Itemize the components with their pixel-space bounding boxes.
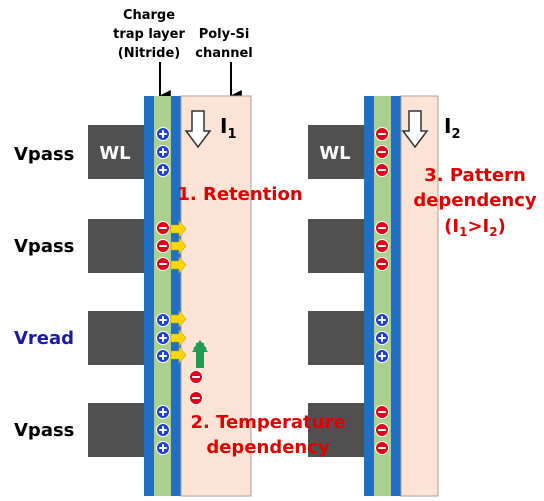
electron-charge-icon-5: [156, 239, 170, 253]
hole-charge-icon-9: [375, 349, 389, 363]
charge-trap-label: Charge trap layer (Nitride): [113, 8, 185, 61]
right-nitride-layer: [374, 96, 391, 496]
electron-charge-icon-1: [375, 127, 389, 141]
right-wordline-4: [308, 403, 364, 457]
right-wordline-1: [308, 125, 364, 179]
right-wordline-2: [308, 219, 364, 273]
temperature-annotation-line2: dependency: [206, 437, 330, 458]
hole-charge-icon-3: [156, 163, 170, 177]
electron-charge-icon-11: [375, 423, 389, 437]
electron-charge-icon-3: [375, 163, 389, 177]
pattern-annotation-line1: 3. Pattern: [424, 165, 526, 186]
left-poly-si-channel: [180, 95, 252, 497]
right-blocking-oxide: [364, 96, 374, 496]
charge-trap-label-line3: (Nitride): [118, 46, 180, 61]
electron-charge-icon-12: [375, 441, 389, 455]
yellow-arrow-right-icon-5: [170, 329, 187, 347]
right-charge-group: [375, 127, 389, 455]
electron-charge-icon-5: [375, 239, 389, 253]
electron-charge-icon-drift-1: [189, 370, 203, 384]
voltage-label-4: Vpass: [14, 420, 74, 441]
left-string: WL: [88, 95, 252, 497]
voltage-label-1: Vpass: [14, 144, 74, 165]
current-arrow-down-icon-2: [401, 110, 429, 149]
yellow-arrow-right-icon-1: [170, 220, 187, 238]
left-wordline-4: [88, 403, 144, 457]
hole-charge-icon-11: [156, 423, 170, 437]
hole-charge-icon-8: [156, 331, 170, 345]
current-2-label: I2: [444, 114, 461, 142]
right-poly-si-channel: [400, 95, 439, 497]
yellow-arrow-right-icon-4: [170, 310, 187, 328]
electron-charge-icon-10: [375, 405, 389, 419]
electron-charge-icon-4: [375, 221, 389, 235]
left-blocking-oxide: [144, 96, 154, 496]
left-charge-group: [156, 127, 203, 455]
hole-charge-icon-2: [156, 145, 170, 159]
right-wordline-3: [308, 311, 364, 365]
temperature-annotation-line1: 2. Temperature: [190, 412, 345, 433]
charge-trap-label-line2: trap layer: [113, 27, 185, 42]
left-wordline-2: [88, 219, 144, 273]
electron-charge-icon-6: [375, 257, 389, 271]
hole-charge-icon-7: [156, 313, 170, 327]
hole-charge-icon-7: [375, 313, 389, 327]
current-1-label: I1: [220, 114, 237, 142]
electron-charge-icon-drift-2: [189, 391, 203, 405]
lateral-migration-arrows: [170, 220, 187, 364]
hole-charge-icon-12: [156, 441, 170, 455]
left-wl-label: WL: [99, 143, 130, 164]
voltage-label-3: Vread: [14, 328, 74, 349]
current-arrow-down-icon-1: [184, 110, 212, 149]
right-tunnel-oxide: [391, 96, 401, 496]
green-arrow-shaft: [192, 341, 208, 368]
charge-trap-label-line1: Charge: [123, 8, 175, 23]
channel-label-line2: channel: [195, 46, 253, 61]
left-wordline-3: [88, 311, 144, 365]
hole-charge-icon-8: [375, 331, 389, 345]
pattern-annotation-line3: (I1>I2): [444, 216, 506, 239]
retention-annotation: 1. Retention: [177, 184, 302, 205]
yellow-arrow-right-icon-3: [170, 256, 187, 274]
yellow-arrow-right-icon-6: [170, 346, 187, 364]
hole-charge-icon-10: [156, 405, 170, 419]
electron-charge-icon-4: [156, 221, 170, 235]
hole-charge-icon-1: [156, 127, 170, 141]
hole-charge-icon-9: [156, 349, 170, 363]
channel-label-line1: Poly-Si: [199, 27, 250, 42]
electron-charge-icon-6: [156, 257, 170, 271]
voltage-label-2: Vpass: [14, 236, 74, 257]
pattern-annotation-line2: dependency: [413, 190, 537, 211]
right-string: WL: [308, 95, 439, 497]
channel-label: Poly-Si channel: [195, 27, 253, 61]
left-tunnel-oxide: [171, 96, 181, 496]
right-wl-label: WL: [319, 143, 350, 164]
left-nitride-layer: [154, 96, 171, 496]
electron-charge-icon-2: [375, 145, 389, 159]
left-wordline-1: [88, 125, 144, 179]
yellow-arrow-right-icon-2: [170, 237, 187, 255]
